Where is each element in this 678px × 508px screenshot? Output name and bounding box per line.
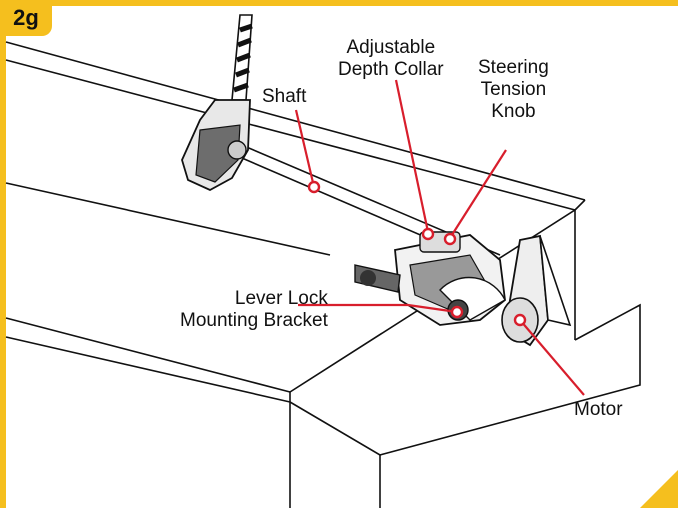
hull-edge-line [5,336,291,403]
shaft-leader [294,109,316,188]
top-border [0,0,678,6]
steering-tension-knob-label: Steering Tension Knob [478,57,549,123]
boat-hull [5,41,641,508]
label-line: Mounting Bracket [180,310,328,331]
motor-label: Motor [574,399,623,420]
left-border [0,0,6,508]
motor [501,234,572,347]
label-line: Depth Collar [338,59,444,80]
leader-dots [307,180,527,327]
depth-collar-dot [421,227,435,241]
deck-line-lower [5,317,291,393]
gunwale-top-line [5,41,586,201]
motor-dot [513,313,527,327]
depth-collar-leader [394,79,430,233]
lever-lock-mounting-bracket-label: Lever Lock Mounting Bracket [180,288,328,332]
tension-knob-dot [443,232,457,246]
handle [181,14,253,192]
bow-tip [574,199,586,211]
gunwale-inner-line [5,59,576,211]
label-line: Steering [478,57,549,78]
label-line: Adjustable [346,37,436,58]
shaft-label: Shaft [262,86,307,107]
motor-leader [519,319,585,396]
corner-accent [640,470,678,508]
deck-line-upper [5,182,331,256]
bracket-leader [298,303,458,314]
mount-bracket [354,231,506,326]
tension-knob-leader [449,149,507,239]
label-line: Lever Lock [234,288,328,309]
label-line: Tension [480,79,547,100]
bracket-dot [450,305,464,319]
shaft-dot [307,180,321,194]
leader-lines [294,79,585,396]
step-badge: 2g [0,0,52,36]
adjustable-depth-collar-label: Adjustable Depth Collar [338,37,444,81]
bow-lower [289,303,641,456]
label-line: Knob [491,101,536,122]
